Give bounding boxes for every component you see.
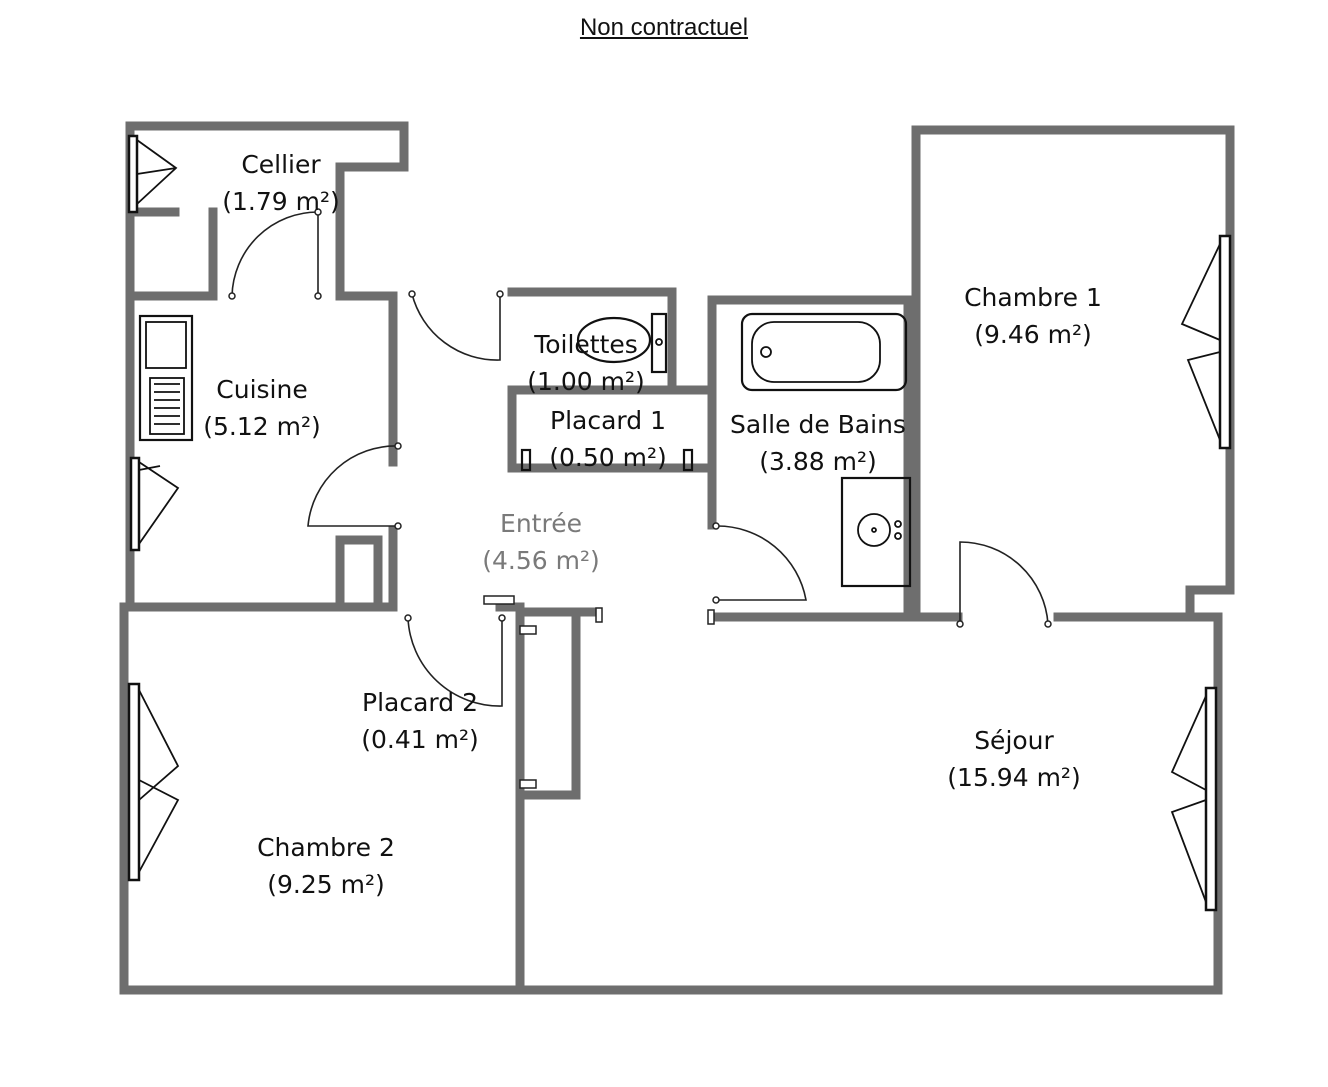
room-name: Chambre 2 (257, 833, 395, 862)
room-area: (9.25 m²) (267, 870, 385, 899)
wall-sdb (707, 295, 913, 622)
room-label-sejour: Séjour (15.94 m²) (947, 722, 1080, 796)
fridge-icon (138, 314, 194, 442)
bathtub-icon (740, 312, 908, 392)
door-stop-icon (707, 609, 715, 625)
room-area: (5.12 m²) (203, 412, 321, 441)
room-label-placard2: Placard 2 (0.41 m²) (361, 684, 479, 758)
door-placard2 (404, 614, 506, 707)
threshold-icon (483, 595, 515, 605)
room-area: (0.41 m²) (361, 725, 479, 754)
window-cuisine-icon (129, 456, 180, 552)
room-label-toilettes: Toilettes (1.00 m²) (527, 326, 645, 400)
room-area: (3.88 m²) (759, 447, 877, 476)
placard1-rail-icon (520, 448, 694, 472)
room-label-placard1: Placard 1 (0.50 m²) (549, 402, 667, 476)
room-name: Séjour (974, 726, 1054, 755)
doors (228, 208, 1052, 789)
window-cellier-icon (127, 134, 178, 214)
window-chambre2-icon (127, 682, 180, 882)
room-area: (9.46 m²) (974, 320, 1092, 349)
room-name: Cuisine (216, 375, 308, 404)
windows (127, 134, 1232, 912)
wall-sejour (520, 612, 1223, 995)
fixtures (138, 312, 912, 588)
room-name: Placard 1 (550, 406, 666, 435)
plan-notice: Non contractuel (0, 14, 1328, 42)
room-area: (15.94 m²) (947, 763, 1081, 792)
plan-notice-text: Non contractuel (579, 14, 749, 41)
wall-chambre2 (119, 602, 530, 995)
room-name: Chambre 1 (964, 283, 1102, 312)
wall-cellier-inner (125, 207, 218, 301)
room-area: (1.79 m²) (222, 187, 340, 216)
door-sdb (712, 522, 807, 604)
window-sejour-icon (1170, 686, 1218, 912)
room-name: Toilettes (534, 330, 638, 359)
door-cellier (228, 208, 322, 300)
door-stop-icon (519, 779, 537, 789)
door-stop-icon (595, 607, 603, 623)
room-area: (0.50 m²) (549, 443, 667, 472)
room-label-salle-de-bains: Salle de Bains (3.88 m²) (730, 406, 906, 480)
sink-icon (840, 476, 912, 588)
room-label-entree: Entrée (4.56 m²) (482, 505, 600, 579)
door-chambre1 (956, 541, 1052, 628)
room-label-cellier: Cellier (1.79 m²) (222, 146, 340, 220)
room-name: Placard 2 (362, 688, 478, 717)
room-label-chambre1: Chambre 1 (9.46 m²) (964, 279, 1102, 353)
toilet-icon (576, 312, 668, 374)
room-name: Cellier (241, 150, 321, 179)
wall-cellier-top (125, 121, 409, 467)
wall-placard2-box (515, 607, 603, 800)
wall-chambre1-left (911, 125, 963, 622)
room-area: (1.00 m²) (527, 367, 645, 396)
room-name: Salle de Bains (730, 410, 906, 439)
door-stop-icon (519, 625, 537, 635)
wall-pillar (335, 535, 383, 612)
wall-chambre1 (911, 125, 1235, 622)
room-label-chambre2: Chambre 2 (9.25 m²) (257, 829, 395, 903)
door-cuisine (307, 442, 402, 530)
room-label-cuisine: Cuisine (5.12 m²) (203, 371, 321, 445)
window-chambre1-icon (1180, 234, 1232, 450)
door-toilettes (408, 290, 504, 361)
room-area: (4.56 m²) (482, 546, 600, 575)
room-name: Entrée (500, 509, 582, 538)
